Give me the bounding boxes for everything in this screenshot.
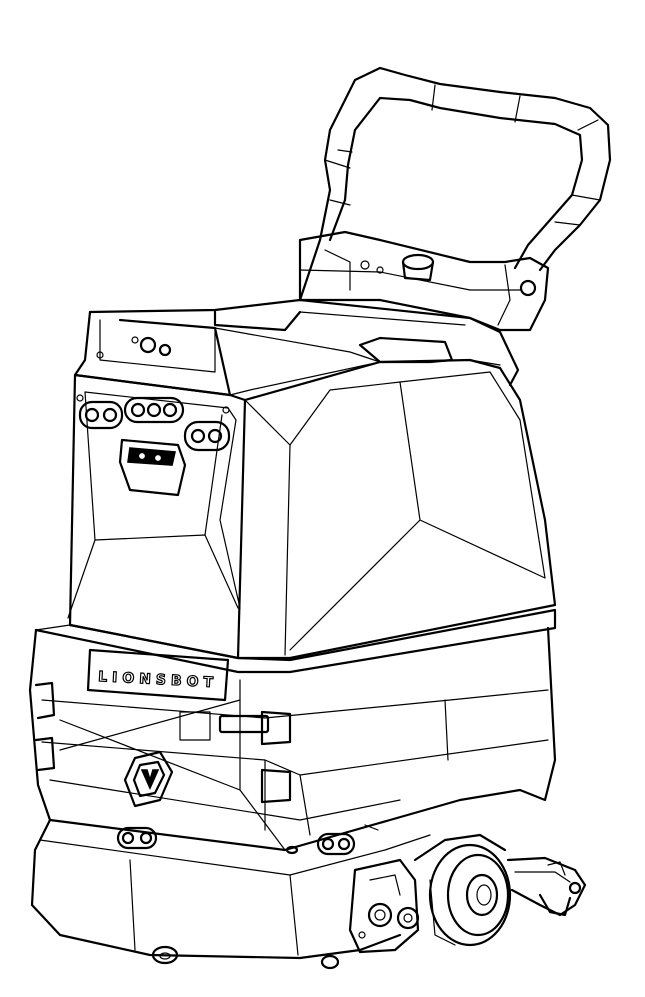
- left-side-clips: [34, 681, 56, 772]
- brand-plate: LIONSBOT: [86, 648, 230, 702]
- front-center-sensor-icon: [123, 396, 185, 424]
- upper-side-panel: [73, 310, 232, 397]
- base-front-sensor-icon: [116, 826, 158, 850]
- squeegee-bracket: [506, 856, 587, 917]
- rear-caster-wheel: [320, 954, 340, 970]
- brand-label: LIONSBOT: [98, 669, 219, 691]
- logo-badge-icon: [123, 750, 174, 808]
- drive-wheel: [413, 833, 512, 947]
- front-right-sensor-icon: [183, 420, 231, 452]
- base-side-sensor-icon: [316, 832, 356, 856]
- front-camera-icon: [118, 438, 187, 497]
- mid-trim-band: [34, 608, 557, 674]
- side-motor-housing: [348, 858, 420, 954]
- lower-body: [28, 626, 557, 852]
- push-handle[interactable]: [298, 66, 612, 302]
- front-sensor-face: [67, 373, 247, 660]
- right-body-shell: [236, 358, 557, 660]
- front-caster-wheel: [151, 945, 179, 965]
- center-side-clips: [260, 710, 292, 804]
- handle-mount-bracket: [298, 230, 550, 332]
- front-left-sensor-icon: [78, 400, 124, 430]
- base-bumper: [30, 818, 431, 960]
